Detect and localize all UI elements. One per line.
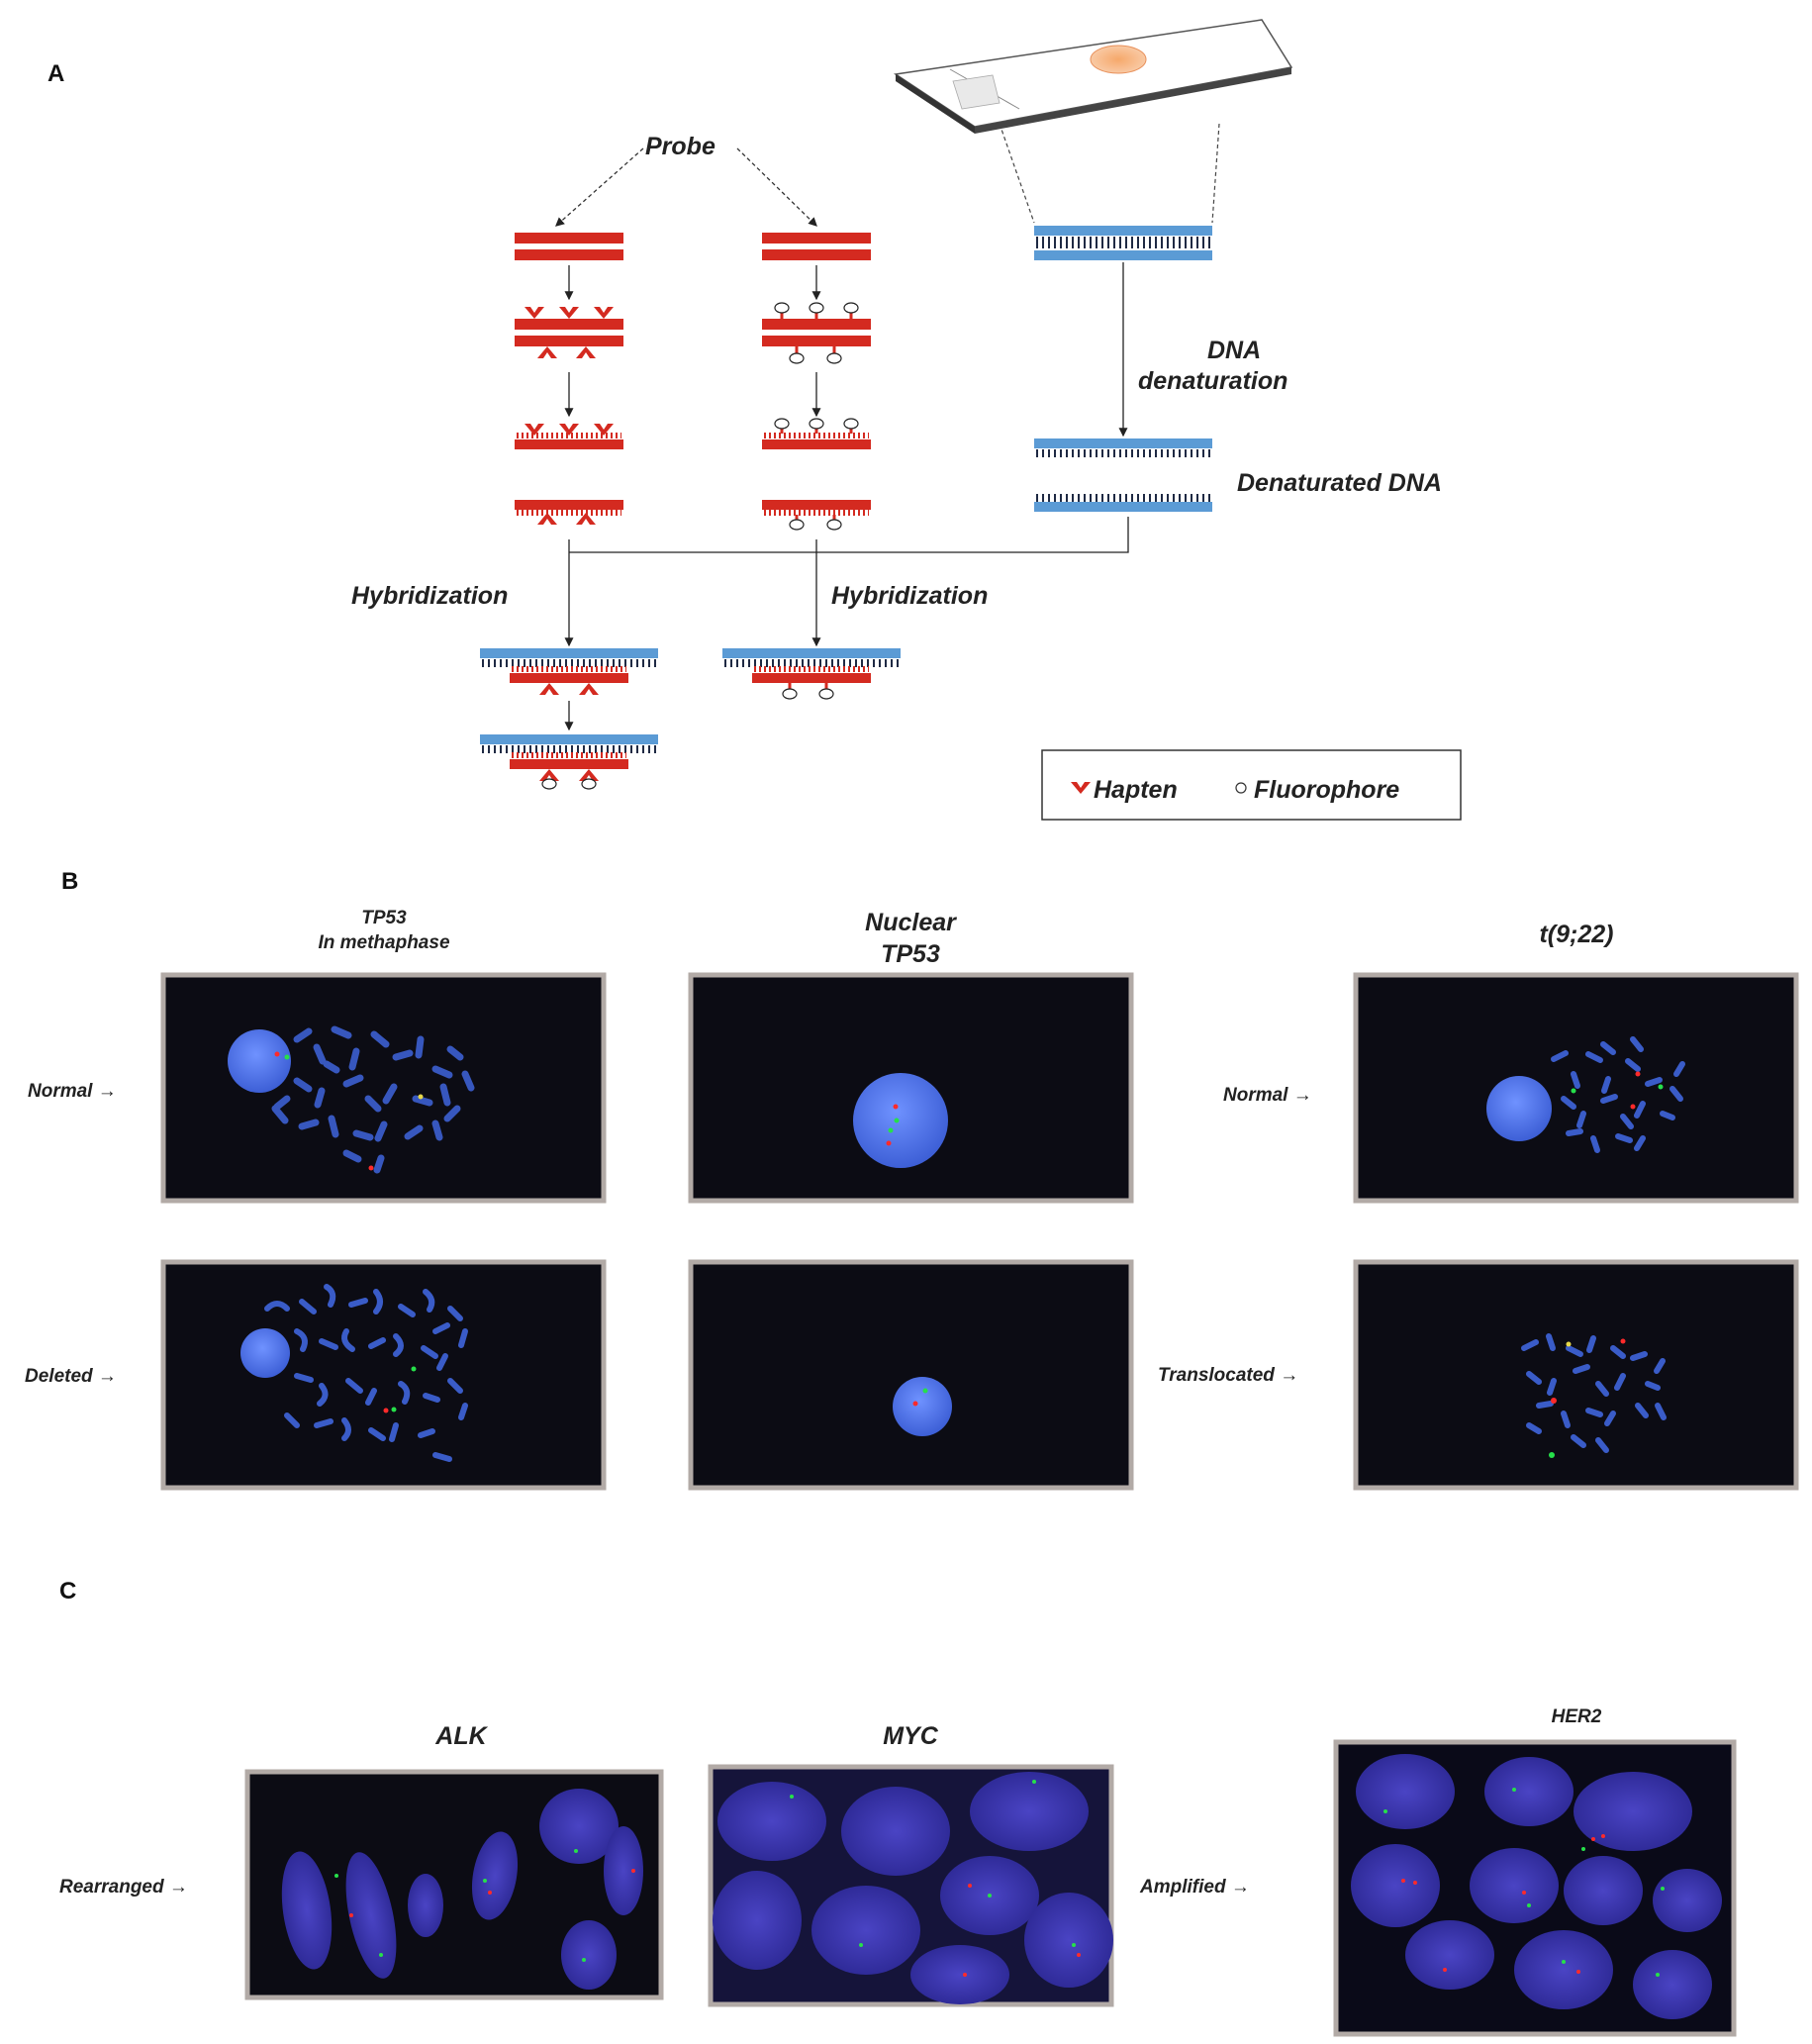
hybrid-fluorophore	[722, 648, 901, 700]
legend-hapten-label: Hapten	[1094, 776, 1178, 804]
chromosome-spread	[1551, 1036, 1685, 1153]
dna-denaturation-line1: DNA	[1207, 337, 1261, 364]
probe-labeled-fluorophore	[762, 302, 871, 364]
hybridization-right-label: Hybridization	[831, 582, 988, 610]
panel-c: C ALK MYC HER2	[59, 1578, 1737, 2037]
probe-denatured-hapten-bottom	[515, 500, 623, 525]
c-myc-title: MYC	[883, 1722, 939, 1750]
b-col2-title-line1: Nuclear	[865, 909, 957, 936]
tissue-sample	[1090, 45, 1147, 74]
probe-denatured-fluor-bottom	[762, 500, 871, 531]
micrograph-t922-normal	[1353, 972, 1799, 1204]
micrograph-tp53-metaphase-deleted	[160, 1259, 607, 1491]
legend-box: Hapten Fluorophore	[1041, 749, 1462, 821]
denatured-dna-label: Denaturated DNA	[1237, 469, 1442, 497]
chromosome-spread	[271, 1025, 475, 1174]
b-translocated-label: Translocated →	[1158, 1365, 1298, 1386]
chromosome-spread	[264, 1284, 468, 1462]
c-rearranged-label: Rearranged →	[59, 1877, 188, 1898]
b-col1-title-line1: TP53	[361, 908, 407, 928]
b-col1-title-line2: In methaphase	[318, 932, 449, 953]
probe-double-strand-right	[762, 233, 871, 260]
probe-fluorophore-column	[762, 233, 871, 531]
target-denatured-top	[1034, 438, 1212, 457]
probe-denatured-fluor-top	[762, 418, 871, 449]
panel-a-letter: A	[48, 60, 64, 87]
c-amplified-label: Amplified →	[1139, 1877, 1250, 1898]
legend-fluorophore-label: Fluorophore	[1254, 776, 1399, 804]
target-double-strand	[1034, 226, 1212, 260]
panel-b: B TP53 In methaphase Nuclear TP53 t(9;22…	[25, 868, 1799, 1491]
b-col3-title: t(9;22)	[1539, 921, 1613, 948]
panel-c-letter: C	[59, 1578, 76, 1605]
probe-hapten-column	[515, 233, 623, 525]
micrograph-tp53-metaphase-normal	[160, 972, 607, 1204]
probe-double-strand-left	[515, 233, 623, 260]
target-dna-column: DNA denaturation Denaturated DNA	[1034, 226, 1442, 512]
hybrid-hapten	[480, 648, 658, 695]
micrograph-t922-translocated	[1353, 1259, 1799, 1491]
micrograph-nuclear-tp53-deleted	[688, 1259, 1134, 1491]
probe-denatured-hapten-top	[515, 424, 623, 449]
micrograph-alk-rearranged	[244, 1769, 664, 2000]
probe-labeled-hapten	[515, 307, 623, 358]
b-col2-title-line2: TP53	[881, 940, 940, 968]
c-alk-title: ALK	[434, 1722, 488, 1750]
fluorophore-icon	[1235, 782, 1247, 794]
panel-b-letter: B	[61, 868, 78, 895]
hapten-icon	[1071, 782, 1091, 794]
b-normal-left-label: Normal →	[28, 1081, 117, 1102]
chromosome-spread	[1521, 1333, 1667, 1453]
panel-a: A Probe	[48, 19, 1462, 821]
c-her2-title: HER2	[1552, 1706, 1602, 1727]
microscope-slide	[893, 19, 1293, 134]
micrograph-nuclear-tp53-normal	[688, 972, 1134, 1204]
target-denatured-bottom	[1034, 494, 1212, 512]
probe-label: Probe	[645, 133, 715, 160]
hybridization-left-label: Hybridization	[351, 582, 508, 610]
micrograph-myc	[708, 1764, 1114, 2007]
hybrid-hapten-detected	[480, 734, 658, 790]
dna-denaturation-line2: denaturation	[1138, 367, 1287, 395]
micrograph-her2-amplified	[1333, 1739, 1737, 2037]
b-normal-right-label: Normal →	[1223, 1085, 1312, 1106]
b-deleted-label: Deleted →	[25, 1366, 117, 1387]
